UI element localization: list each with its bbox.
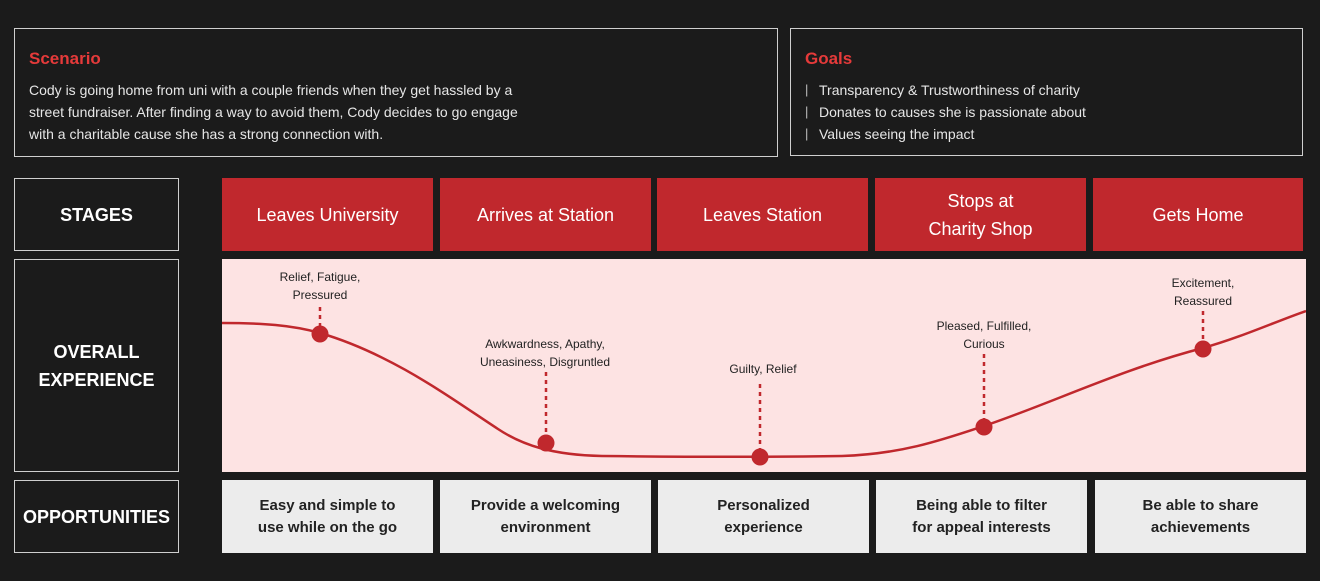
emotion-label-3: Guilty, Relief xyxy=(729,362,797,376)
scenario-text: Cody is going home from uni with a coupl… xyxy=(29,82,518,142)
scenario-panel: Scenario Cody is going home from uni wit… xyxy=(14,28,778,157)
stage-label: Gets Home xyxy=(1152,204,1244,225)
goal-text: Transparency & Trustworthiness of charit… xyxy=(819,82,1080,98)
emotion-point-3 xyxy=(751,448,769,466)
scenario-title: Scenario xyxy=(29,49,101,68)
stage-label: Leaves University xyxy=(256,204,399,225)
emotion-label-5: Excitement, Reassured xyxy=(1171,276,1235,308)
emotion-point-2 xyxy=(537,434,555,452)
opportunity-text: Being able to filter for appeal interest… xyxy=(912,496,1051,536)
row-label-stages: STAGES xyxy=(14,178,179,251)
emotion-point-1 xyxy=(311,325,329,343)
experience-curve-svg xyxy=(222,307,1306,466)
opportunity-card-4: Being able to filter for appeal interest… xyxy=(876,480,1087,553)
row-label-experience: OVERALL EXPERIENCE xyxy=(14,259,179,472)
opportunity-text: Personalized experience xyxy=(717,496,810,536)
bullet-bar-icon: | xyxy=(805,126,809,141)
stage-label: Stops at Charity Shop xyxy=(928,190,1033,239)
opportunity-card-3: Personalized experience xyxy=(658,480,869,553)
stage-label: Leaves Station xyxy=(702,204,823,225)
goal-text: Values seeing the impact xyxy=(819,126,975,142)
row-label-opportunities: OPPORTUNITIES xyxy=(14,480,179,553)
bullet-bar-icon: | xyxy=(805,82,809,97)
opportunity-card-2: Provide a welcoming environment xyxy=(440,480,651,553)
stage-label: Arrives at Station xyxy=(476,204,615,225)
goal-item: | Transparency & Trustworthiness of chari… xyxy=(805,79,1288,101)
emotion-label-4: Pleased, Fulfilled, Curious xyxy=(936,319,1032,351)
stage-stops-at-charity-shop: Stops at Charity Shop xyxy=(875,178,1086,251)
opportunity-card-1: Easy and simple to use while on the go xyxy=(222,480,433,553)
goal-item: | Donates to causes she is passionate abo… xyxy=(805,101,1288,123)
emotion-point-5 xyxy=(1194,340,1212,358)
opportunity-text: Provide a welcoming environment xyxy=(470,496,621,536)
goals-panel: Goals | Transparency & Trustworthiness of… xyxy=(790,28,1303,156)
goals-title: Goals xyxy=(805,49,853,68)
stage-gets-home: Gets Home xyxy=(1093,178,1303,251)
stage-leaves-station: Leaves Station xyxy=(657,178,868,251)
emotion-label-1: Relief, Fatigue, Pressured xyxy=(279,270,361,302)
experience-label-text: OVERALL EXPERIENCE xyxy=(38,341,155,390)
experience-curve-panel: Relief, Fatigue, Pressured Awkwardness, … xyxy=(222,259,1306,472)
opportunity-card-5: Be able to share achievements xyxy=(1095,480,1306,553)
goal-text: Donates to causes she is passionate abou… xyxy=(819,104,1086,120)
goals-list: | Transparency & Trustworthiness of chari… xyxy=(805,79,1288,145)
bullet-bar-icon: | xyxy=(805,104,809,119)
emotion-label-2: Awkwardness, Apathy, Uneasiness, Disgrun… xyxy=(479,337,611,369)
stage-arrives-at-station: Arrives at Station xyxy=(440,178,651,251)
experience-curve-line xyxy=(222,309,1306,458)
opportunity-text: Easy and simple to use while on the go xyxy=(257,496,398,536)
emotion-point-4 xyxy=(975,418,993,436)
opportunity-text: Be able to share achievements xyxy=(1142,496,1259,536)
stage-leaves-university: Leaves University xyxy=(222,178,433,251)
goal-item: | Values seeing the impact xyxy=(805,123,1288,145)
